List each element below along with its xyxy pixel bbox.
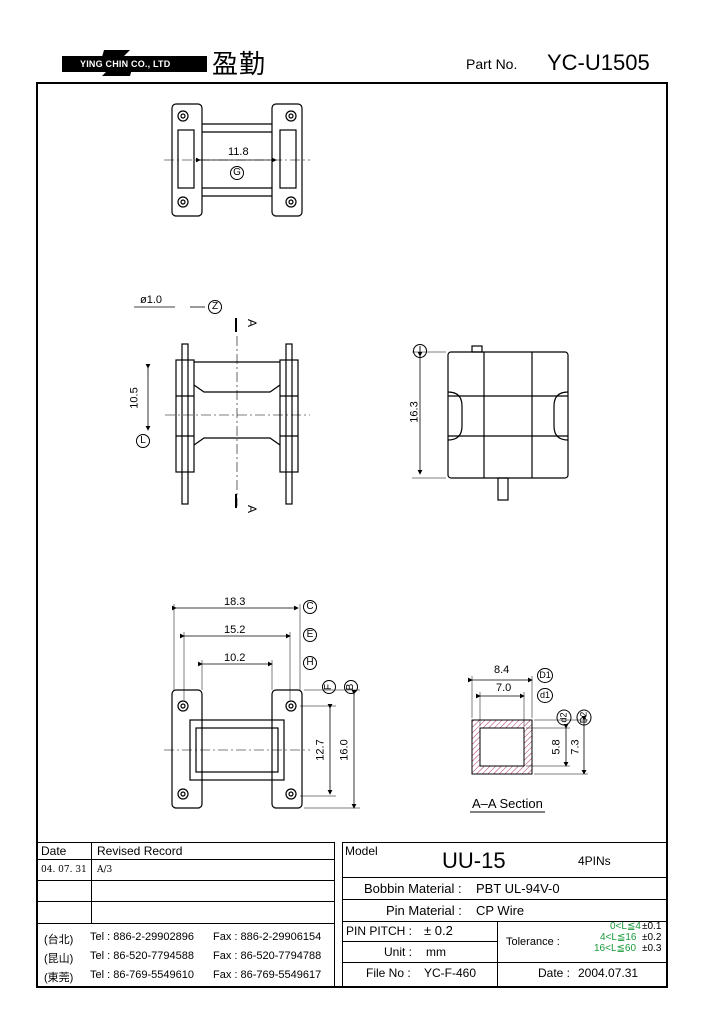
contact-city: (昆山): [44, 953, 74, 965]
label-l: L: [136, 434, 150, 448]
dim-top-width: 11.8: [228, 146, 249, 158]
label-d1-outer: D1: [537, 668, 553, 683]
label-b: B: [344, 680, 358, 694]
file-no-value: YC-F-460: [424, 966, 477, 980]
bottom-view: [164, 604, 360, 809]
pin-pitch-value: ± 0.2: [424, 923, 453, 938]
contact-tel: Tel : 886-2-29902896: [90, 931, 194, 943]
rev-row-record: A/3: [97, 865, 113, 875]
dim-c: 18.3: [224, 596, 246, 608]
date-label: Date :: [538, 966, 571, 980]
tolerance-range: 0<L≦4: [610, 921, 641, 932]
side-view: [134, 306, 310, 508]
tolerance-value: ±0.1: [642, 921, 662, 932]
tolerance-range: 16<L≦60: [594, 943, 637, 954]
label-i: I: [413, 344, 427, 358]
dim-f: 12.7: [314, 739, 327, 761]
section-title: A–A Section: [472, 796, 543, 811]
top-view: [164, 103, 310, 217]
contact-fax: Fax : 886-2-29906154: [213, 931, 322, 943]
bobbin-material-label: Bobbin Material :: [364, 881, 462, 896]
dim-h: 10.2: [224, 652, 246, 664]
label-d2-inner: d2: [556, 709, 572, 726]
pin-material-value: CP Wire: [476, 903, 525, 918]
contact-city: (台北): [44, 934, 74, 946]
dim-b: 16.0: [338, 739, 351, 761]
dim-right-height: 16.3: [408, 401, 421, 423]
model-label: Model: [345, 844, 378, 858]
section-mark-bottom: A: [245, 504, 260, 514]
part-number-label: Part No.: [466, 56, 518, 72]
date-value: 2004.07.31: [578, 966, 639, 980]
rev-col-record: Revised Record: [97, 844, 183, 858]
dim-d1-inner: 7.0: [496, 682, 512, 694]
contact-city: (東莞): [44, 972, 74, 984]
drawing-frame: [36, 82, 668, 988]
label-z: Z: [208, 300, 222, 314]
contact-tel: Tel : 86-520-7794588: [90, 950, 194, 962]
section-view: [468, 676, 588, 813]
contact-fax: Fax : 86-769-5549617: [213, 969, 322, 981]
pin-pitch-label: PIN PITCH :: [346, 924, 413, 938]
rev-col-date: Date: [41, 844, 67, 858]
spec-block: [342, 842, 667, 987]
label-h: H: [303, 656, 317, 670]
unit-label: Unit :: [384, 945, 413, 959]
label-f: F: [322, 680, 336, 694]
dim-side-height: 10.5: [128, 387, 141, 409]
contact-fax: Fax : 86-520-7794788: [213, 950, 322, 962]
label-c: C: [303, 600, 317, 614]
company-name-cn: 盈勤: [212, 50, 267, 80]
tolerance-value: ±0.3: [642, 943, 662, 954]
unit-value: mm: [426, 945, 446, 959]
tolerance-value: ±0.2: [642, 932, 662, 943]
label-g: G: [230, 166, 244, 180]
contact-tel: Tel : 86-769-5549610: [90, 969, 194, 981]
company-name-en: YING CHIN CO., LTD: [62, 56, 207, 72]
dim-d1-outer: 8.4: [494, 664, 510, 676]
revision-block: [37, 842, 335, 986]
part-number-value: YC-U1505: [547, 50, 650, 75]
dim-pin-dia: ø1.0: [140, 294, 163, 306]
right-view: [412, 345, 569, 501]
pin-material-label: Pin Material :: [386, 903, 462, 918]
section-mark-top: A: [245, 318, 260, 328]
label-d2-outer: D2: [576, 709, 592, 726]
pin-count: 4PINs: [578, 854, 611, 868]
dim-e: 15.2: [224, 624, 246, 636]
label-d1-inner: d1: [537, 688, 553, 703]
model-value: UU-15: [442, 848, 506, 873]
revision-table: Date Revised Record 04. 07. 31 A/3: [37, 842, 335, 924]
dim-d2-outer: 7.3: [569, 739, 582, 755]
bobbin-material-value: PBT UL-94V-0: [476, 881, 560, 896]
label-e: E: [303, 628, 317, 642]
dim-d2-inner: 5.8: [550, 739, 563, 755]
tolerance-range: 4<L≦16: [600, 932, 637, 943]
tolerance-label: Tolerance :: [506, 936, 560, 948]
file-no-label: File No :: [366, 966, 411, 980]
rev-row-date: 04. 07. 31: [41, 865, 87, 875]
